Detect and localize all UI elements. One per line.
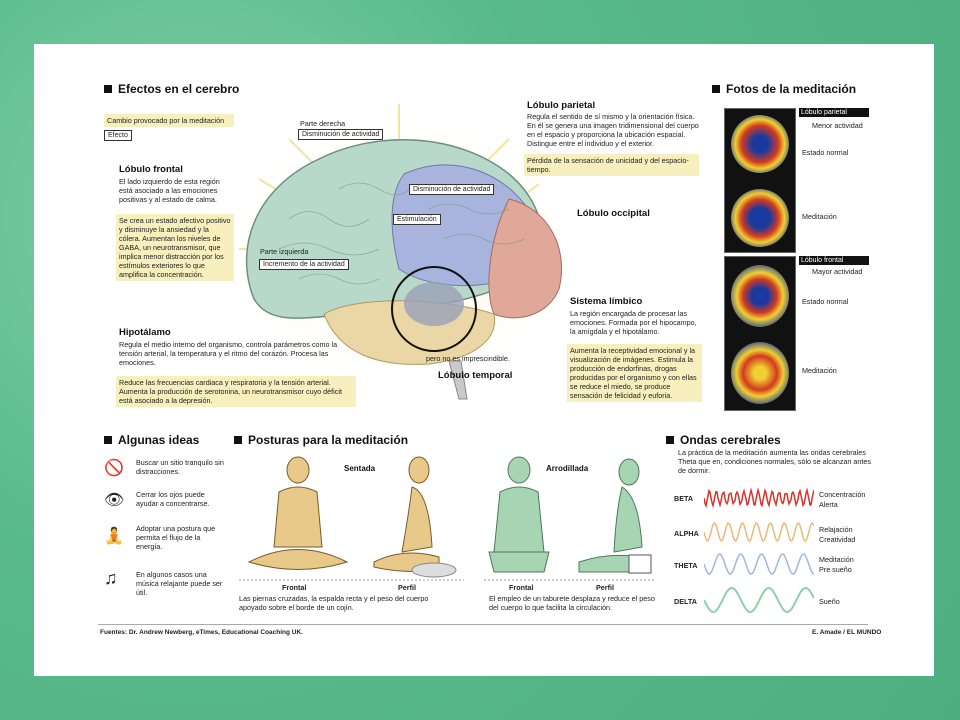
frontal-scan-label: Lóbulo frontal bbox=[799, 256, 869, 265]
idea-text: Buscar un sitio tranquilo sin distraccio… bbox=[136, 458, 224, 476]
delta-wave bbox=[704, 586, 814, 614]
frontal-effect: Se crea un estado afectivo positivo y di… bbox=[116, 214, 234, 281]
alpha-wave bbox=[704, 522, 814, 542]
limbic-effect: Aumenta la receptividad emocional y la v… bbox=[567, 344, 702, 402]
left-part-box: Incremento de la actividad bbox=[259, 259, 349, 270]
meditating-figure-icon: 🧘 bbox=[104, 528, 124, 545]
frontal-legend: Mayor actividad bbox=[812, 267, 863, 276]
no-noise-icon: 🚫 bbox=[104, 460, 124, 477]
scan-frontal-normal bbox=[731, 265, 789, 327]
limbic-text: La región encargada de procesar las emoc… bbox=[570, 309, 697, 336]
hypothalamus-effect: Reduce las frecuencias cardiaca y respir… bbox=[116, 376, 356, 407]
right-part-label: Parte derecha bbox=[300, 119, 346, 128]
idea-text: Adoptar una postura que permita el flujo… bbox=[136, 524, 216, 551]
waves-header: Ondas cerebrales bbox=[666, 433, 781, 447]
seated-description: Las piernas cruzadas, la espalda recta y… bbox=[239, 594, 429, 612]
stimulation-box: Estimulación bbox=[393, 214, 441, 225]
footer-credit: E. Amade / EL MUNDO bbox=[812, 629, 882, 636]
legend-change: Cambio provocado por la meditación bbox=[104, 114, 234, 127]
kneeling-description: El empleo de un taburete desplaza y redu… bbox=[489, 594, 655, 612]
limbic-system-shape bbox=[404, 282, 464, 326]
parietal-scan-strip bbox=[724, 108, 796, 253]
temporal-title: Lóbulo temporal bbox=[438, 370, 513, 381]
left-part-label: Parte izquierda bbox=[260, 247, 309, 256]
beta-desc-1: Concentración bbox=[819, 490, 866, 499]
idea-item: 🧘 Adoptar una postura que permita el flu… bbox=[104, 522, 229, 568]
scan-parietal-normal bbox=[731, 115, 789, 173]
footer-divider bbox=[98, 624, 868, 625]
temporal-note: pero no es imprescindible. bbox=[426, 354, 510, 363]
seated-profile-figure bbox=[373, 456, 440, 572]
parietal-legend: Menor actividad bbox=[812, 121, 863, 130]
limbic-highlight-circle bbox=[391, 266, 477, 352]
parietal-scan-label: Lóbulo parietal bbox=[799, 108, 869, 117]
seated-frontal-figure bbox=[247, 456, 349, 570]
alpha-desc-2: Creatividad bbox=[819, 535, 856, 544]
right-part-box: Disminución de actividad bbox=[298, 129, 384, 140]
frontal-1-label: Frontal bbox=[282, 583, 307, 592]
normal-state-2: Estado normal bbox=[802, 297, 849, 306]
theta-desc-2: Pre sueño bbox=[819, 565, 852, 574]
parietal-effect: Pérdida de la sensación de unicidad y de… bbox=[524, 154, 699, 176]
wave-name-beta: BETA bbox=[674, 494, 694, 503]
parietal-text: Regula el sentido de sí mismo y la orien… bbox=[527, 112, 699, 148]
hypothalamus-title: Hipotálamo bbox=[119, 327, 171, 338]
infographic-panel: Efectos en el cerebro Cambio provocado p… bbox=[34, 44, 934, 676]
scan-parietal-meditation bbox=[731, 189, 789, 247]
brain-illustration bbox=[229, 104, 574, 400]
ideas-list: 🚫 Buscar un sitio tranquilo sin distracc… bbox=[104, 456, 229, 602]
theta-wave bbox=[704, 553, 814, 575]
kneeling-frontal-figure bbox=[488, 456, 550, 573]
normal-state-1: Estado normal bbox=[802, 148, 849, 157]
theta-desc-1: Meditación bbox=[819, 555, 854, 564]
postures-header: Posturas para la meditación bbox=[234, 433, 408, 447]
occipital-title: Lóbulo occipital bbox=[577, 208, 650, 219]
delta-desc-1: Sueño bbox=[819, 597, 840, 606]
beta-desc-2: Alerta bbox=[819, 500, 838, 509]
cushion bbox=[411, 562, 457, 578]
perfil-1-label: Perfil bbox=[398, 583, 416, 592]
meditation-2: Meditación bbox=[802, 366, 837, 375]
photos-header: Fotos de la meditación bbox=[712, 82, 856, 96]
stool bbox=[628, 554, 652, 574]
music-notes-icon: ♫ bbox=[104, 568, 118, 588]
closed-eye-icon: 👁 bbox=[104, 492, 125, 509]
postures-illustration bbox=[239, 456, 654, 581]
frontal-text: El lado izquierdo de esta región está as… bbox=[119, 177, 220, 204]
ideas-header: Algunas ideas bbox=[104, 433, 199, 447]
legend-effect: Efecto bbox=[104, 130, 132, 141]
limbic-title: Sistema límbico bbox=[570, 296, 643, 307]
wave-name-theta: THETA bbox=[674, 561, 698, 570]
hypothalamus-text: Regula el medio interno del organismo, c… bbox=[119, 340, 338, 367]
brain-stem bbox=[448, 360, 468, 400]
parietal-title: Lóbulo parietal bbox=[527, 100, 596, 111]
brainwave-graphs bbox=[704, 487, 814, 614]
mid-activity-box: Disminución de actividad bbox=[409, 184, 495, 195]
frontal-2-label: Frontal bbox=[509, 583, 534, 592]
effects-header: Efectos en el cerebro bbox=[104, 82, 239, 96]
scan-frontal-meditation bbox=[731, 342, 789, 404]
idea-item: 🚫 Buscar un sitio tranquilo sin distracc… bbox=[104, 456, 229, 488]
idea-item: ♫ En algunos casos una música relajante … bbox=[104, 568, 229, 602]
idea-item: 👁 Cerrar los ojos puede ayudar a concent… bbox=[104, 488, 229, 522]
occipital-lobe-shape bbox=[488, 198, 563, 319]
meditation-1: Meditación bbox=[802, 212, 837, 221]
idea-text: En algunos casos una música relajante pu… bbox=[136, 570, 223, 597]
seated-label: Sentada bbox=[344, 464, 376, 473]
alpha-desc-1: Relajación bbox=[819, 525, 853, 534]
frontal-title: Lóbulo frontal bbox=[119, 164, 183, 175]
waves-intro: La práctica de la meditación aumenta las… bbox=[678, 448, 871, 475]
kneeling-label: Arrodillada bbox=[546, 464, 589, 473]
beta-wave bbox=[704, 487, 814, 509]
idea-text: Cerrar los ojos puede ayudar a concentra… bbox=[136, 490, 210, 508]
perfil-2-label: Perfil bbox=[596, 583, 614, 592]
wave-name-alpha: ALPHA bbox=[674, 529, 699, 538]
footer-sources: Fuentes: Dr. Andrew Newberg, eTimes, Edu… bbox=[100, 629, 303, 636]
frontal-scan-strip bbox=[724, 256, 796, 411]
kneeling-profile-figure bbox=[578, 458, 643, 573]
wave-name-delta: DELTA bbox=[674, 597, 697, 606]
